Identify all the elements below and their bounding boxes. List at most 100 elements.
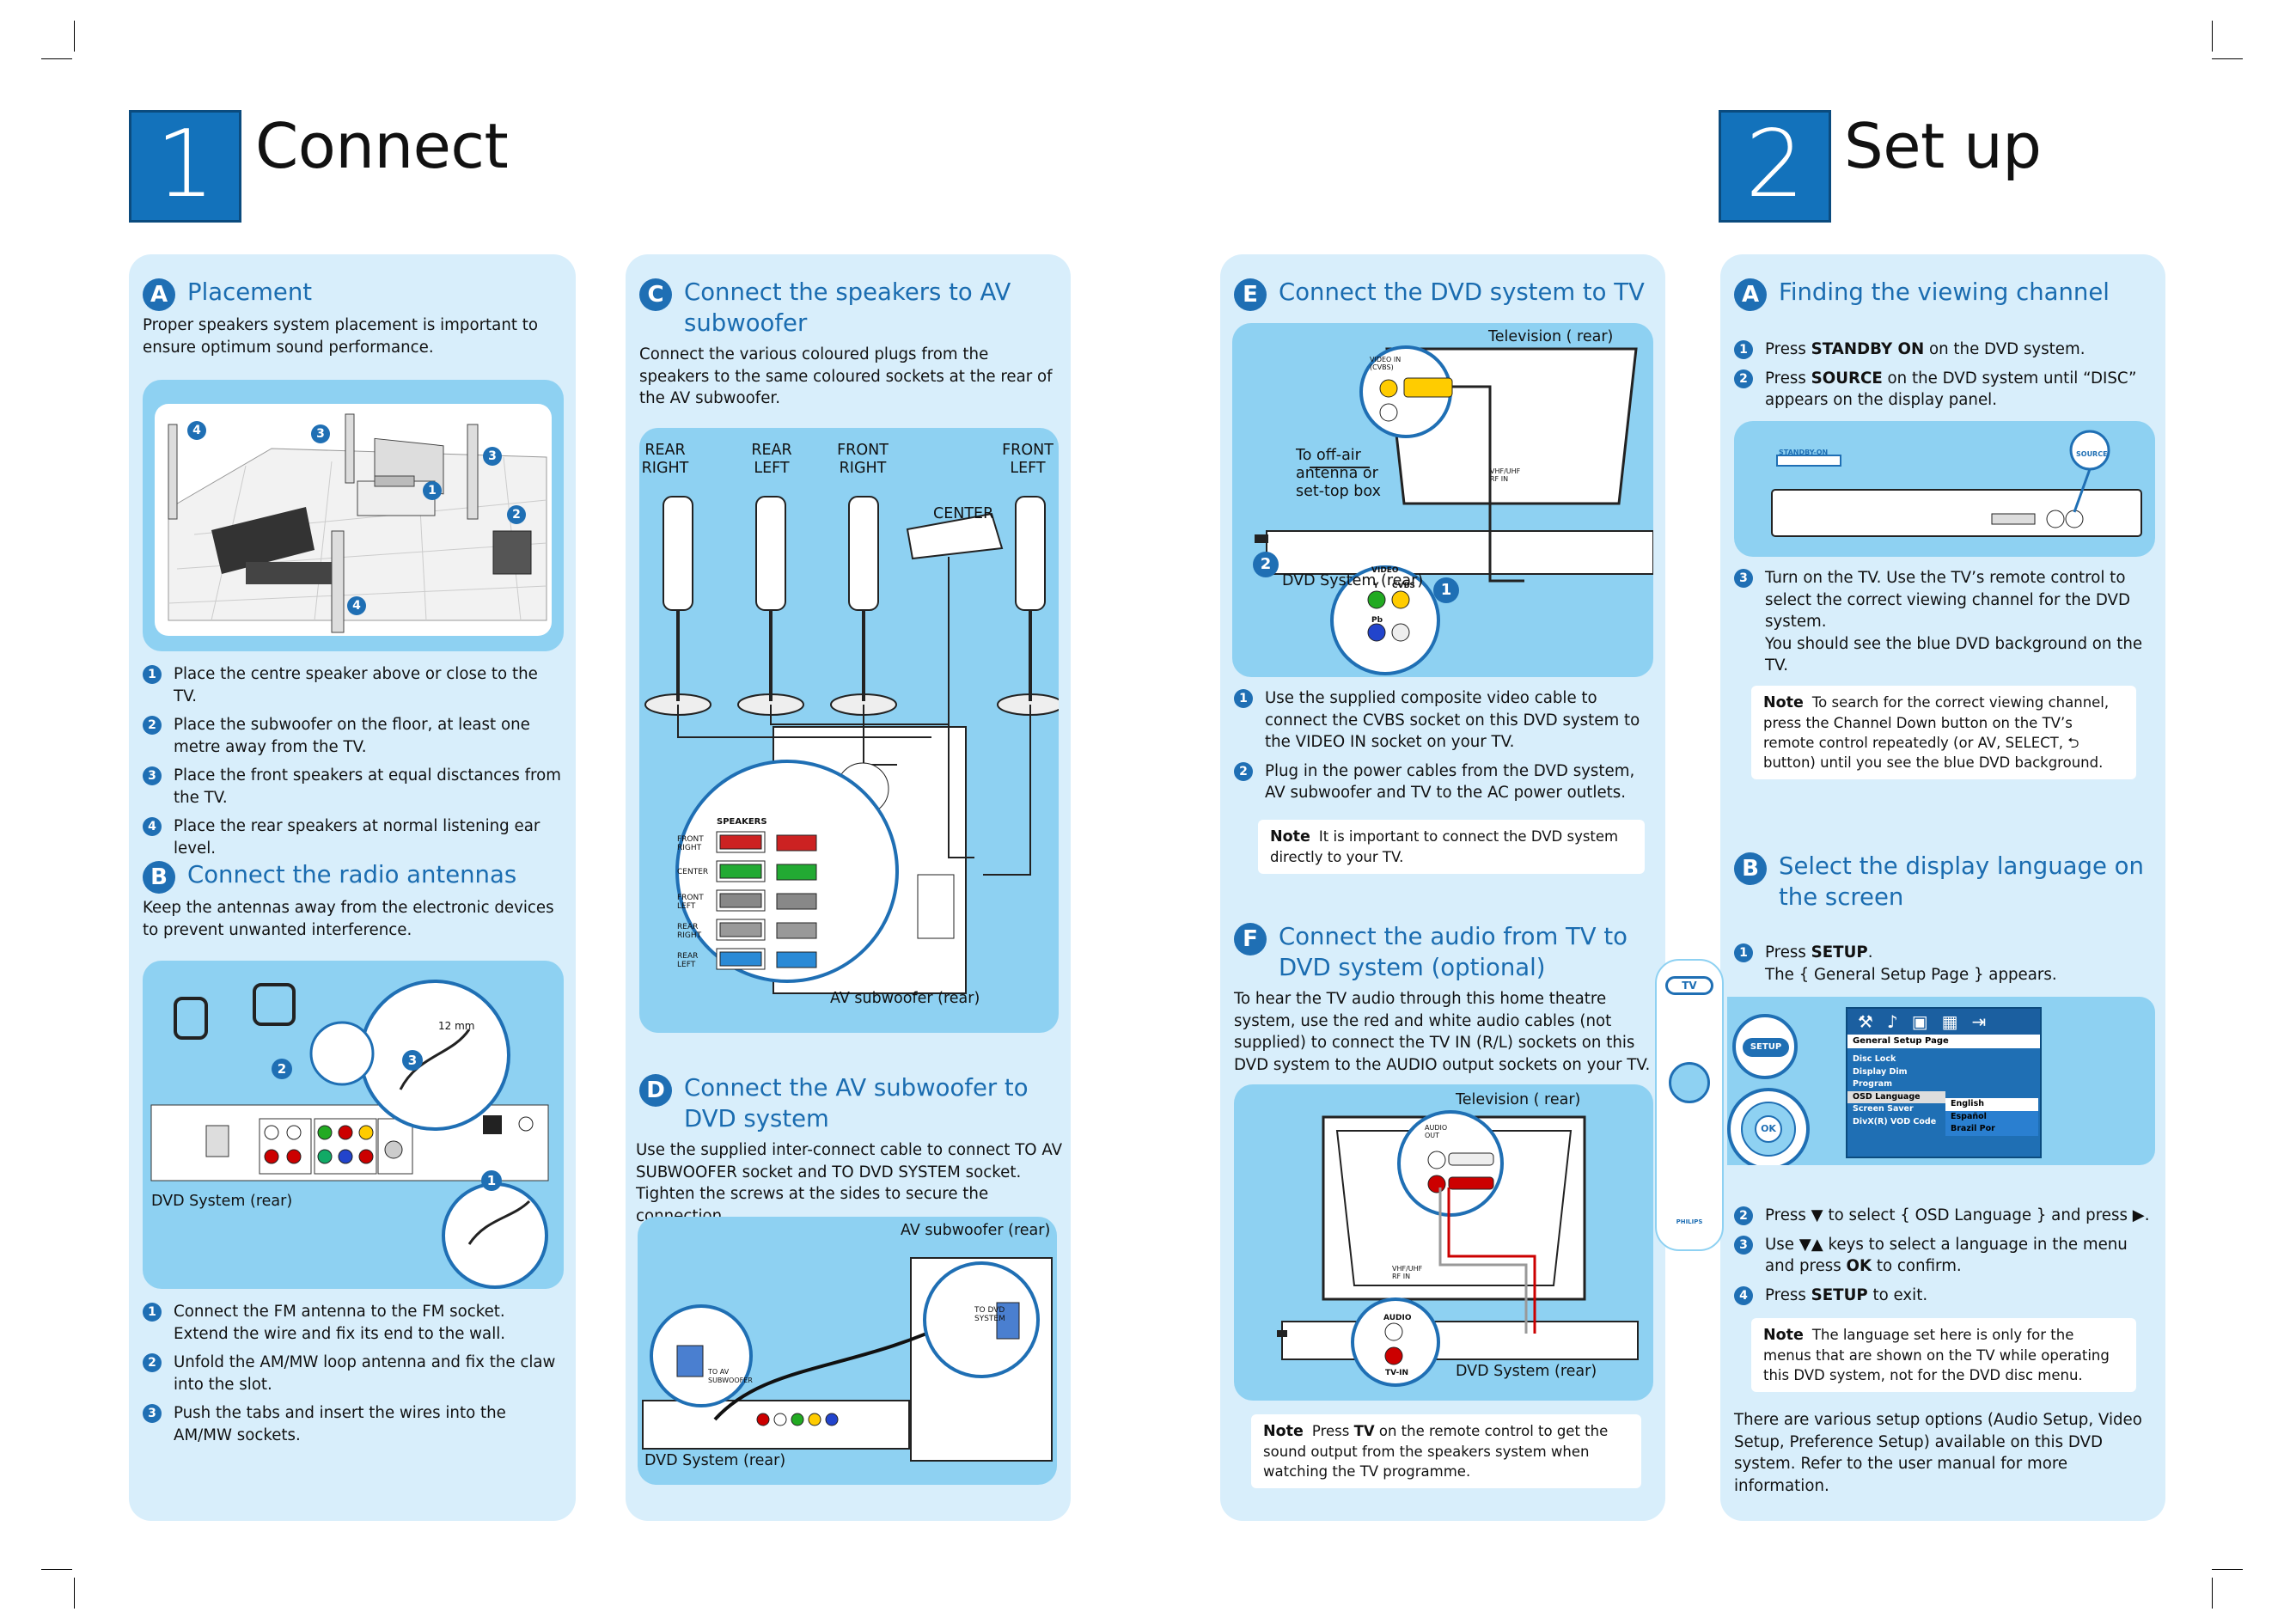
section-title: Connect the AV subwoofer to DVD system: [684, 1074, 1029, 1133]
video-in-label: VIDEO IN (CVBS): [1370, 356, 1402, 371]
source-label: SOURCE: [2076, 450, 2108, 458]
osd-item[interactable]: Display Dim: [1853, 1066, 1908, 1077]
osd-menu-items: Disc Lock Display Dim Program OSD Langua…: [1847, 1053, 1947, 1128]
standby-label: STANDBY-ON: [1779, 449, 1829, 456]
section-title: Finding the viewing channel: [1779, 278, 2110, 306]
section-title: Select the display language on the scree…: [1779, 852, 2144, 911]
osd-value[interactable]: English: [1945, 1098, 2038, 1111]
section-badge: B: [1734, 852, 1767, 885]
marker-3: 3: [483, 447, 502, 466]
section-badge: A: [1734, 278, 1767, 311]
remote-ok-button[interactable]: OK: [1755, 1115, 1782, 1143]
osd-item[interactable]: Disc Lock: [1853, 1054, 1896, 1064]
section-speakers-header: C Connect the speakers to AV subwoofer: [639, 277, 1053, 339]
dvd-rear-label: DVD System (rear): [1456, 1363, 1597, 1380]
marker-2: 2: [1253, 552, 1279, 577]
y-label: Y: [1373, 582, 1379, 590]
osd-menu: ⚒♪▣▦⇥ General Setup Page Disc Lock Displ…: [1846, 1007, 2042, 1158]
placement-figure: 4 3 3 1 2 4: [143, 380, 564, 651]
socket-center: CENTER: [677, 868, 709, 876]
remote-nav-pad[interactable]: [1669, 1062, 1710, 1103]
vhf-label: VHF/UHF RF IN: [1392, 1265, 1423, 1280]
marker-3: 3: [311, 424, 330, 443]
section-title: Connect the audio from TV to DVD system …: [1279, 923, 1628, 981]
setup-zoom-circle: SETUP: [1732, 1014, 1798, 1079]
marker-2: 2: [507, 505, 526, 524]
subwoofer-rear-label: AV subwoofer (rear): [830, 990, 980, 1007]
section-title: Connect the radio antennas: [187, 861, 517, 888]
antennas-figure: DVD System (rear) 12 mm 2 3 1: [143, 961, 564, 1289]
osd-menu-title: General Setup Page: [1847, 1035, 2040, 1048]
subwoofer-illustration: [642, 1257, 1053, 1462]
antennas-dvd-label: DVD System (rear): [151, 1193, 293, 1210]
sub-rear-label: AV subwoofer (rear): [901, 1222, 1051, 1239]
dvd-front-illustration: [1771, 430, 2142, 537]
section-placement-header: A Placement: [143, 277, 312, 311]
placement-intro: Proper speakers system placement is impo…: [143, 316, 539, 357]
section-badge: F: [1234, 923, 1267, 955]
room-illustration: [155, 404, 552, 636]
connect-title: Connect: [255, 110, 509, 182]
to-av-subwoofer-label: TO AV SUBWOOFER: [708, 1368, 753, 1384]
socket-front-left: FRONT LEFT: [677, 894, 704, 911]
section-badge: D: [639, 1074, 672, 1107]
label-front-right: FRONT RIGHT: [837, 442, 889, 477]
dvd-front-figure: STANDBY-ON SOURCE: [1734, 421, 2155, 557]
to-dvd-system-label: TO DVD SYSTEM: [974, 1306, 1005, 1323]
label-front-left: FRONT LEFT: [1002, 442, 1053, 477]
marker-2: 2: [272, 1059, 292, 1079]
section-title: Connect the DVD system to TV: [1279, 278, 1645, 306]
section-badge: B: [143, 861, 175, 894]
osd-value[interactable]: Español: [1945, 1110, 2038, 1123]
setup-title: Set up: [1844, 110, 2042, 182]
antenna-illustration: [150, 980, 549, 1289]
section-badge: E: [1234, 278, 1267, 311]
socket-front-right: FRONT RIGHT: [677, 835, 704, 852]
section-dvd-tv-header: E Connect the DVD system to TV: [1234, 277, 1645, 311]
label-center: CENTER: [933, 505, 994, 522]
osd-menu-values: English Español Brazil Por: [1945, 1098, 2038, 1136]
remote-tv-button[interactable]: TV: [1665, 976, 1713, 995]
dvd-rear-label: DVD System (rear): [1282, 572, 1424, 589]
osd-menu-icons: ⚒♪▣▦⇥: [1847, 1009, 2040, 1035]
marker-1: 1: [423, 481, 442, 500]
wire-length-label: 12 mm: [438, 1020, 475, 1032]
osd-item[interactable]: Screen Saver: [1853, 1104, 1914, 1114]
remote-setup-button[interactable]: SETUP: [1743, 1038, 1789, 1057]
osd-item[interactable]: Program: [1853, 1079, 1892, 1089]
audio-figure: Television ( rear) DVD System (rear) AUD…: [1234, 1084, 1653, 1401]
section-subwoofer-header: D Connect the AV subwoofer to DVD system: [639, 1072, 1062, 1134]
antenna-label: To off-air antenna or set-top box: [1296, 447, 1381, 500]
osd-item-selected[interactable]: OSD Language: [1847, 1090, 1945, 1103]
osd-value[interactable]: Brazil Por: [1945, 1123, 2038, 1136]
remote-brand: PHILIPS: [1676, 1218, 1703, 1225]
socket-rear-right: REAR RIGHT: [677, 923, 702, 940]
remote-control: TV PHILIPS: [1655, 959, 1724, 1251]
audio-illustration: [1277, 1110, 1639, 1387]
osd-item[interactable]: DivX(R) VOD Code: [1853, 1116, 1937, 1126]
setup-footer-text: There are various setup options (Audio S…: [1734, 1411, 2142, 1495]
ok-zoom-circle: OK: [1727, 1088, 1810, 1165]
section-language-header: B Select the display language on the scr…: [1734, 851, 2148, 913]
section-audio-header: F Connect the audio from TV to DVD syste…: [1234, 921, 1665, 983]
